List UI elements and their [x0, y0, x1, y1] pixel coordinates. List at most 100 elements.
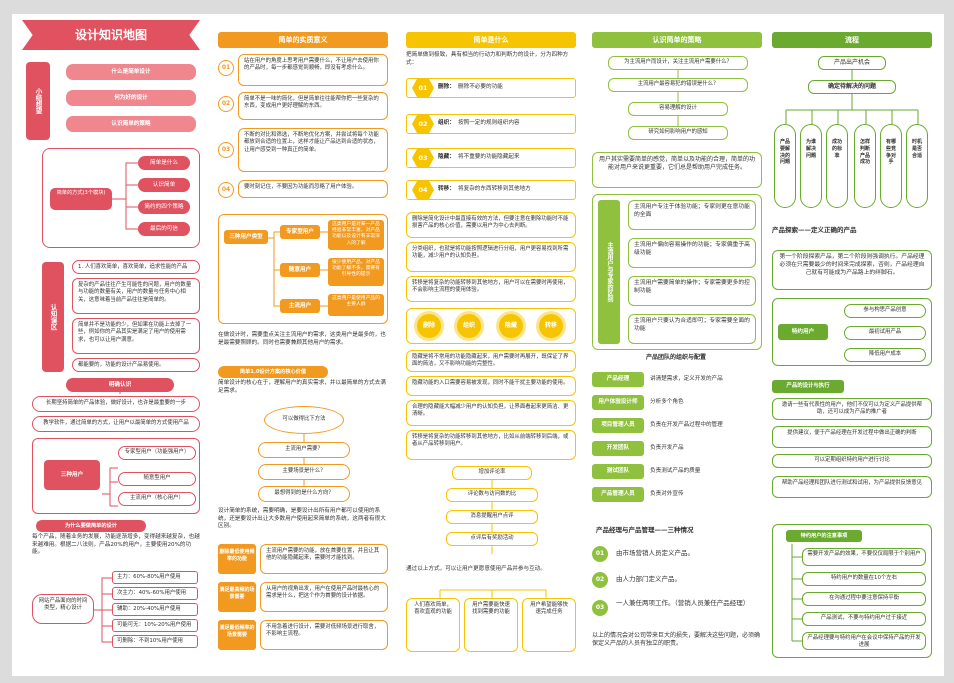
- process-top: 产品出产机会: [818, 56, 886, 70]
- step-text: 简单不是一味的简化，但是简单往往能帮你把一些复杂的东西，变成用户更好理解的东西。: [238, 92, 388, 120]
- role-text: 分析多个角色: [650, 399, 684, 405]
- flow-step: 主要场景是什么？: [258, 464, 350, 480]
- usage-level: 辅助：20%-40%用户使用: [112, 603, 198, 616]
- branch-trust[interactable]: 最后的可信: [138, 222, 190, 236]
- compare-side-label: 主流用户与专家的区别: [598, 200, 620, 344]
- user-type-mainstream: 主流用户（核心用户）: [118, 492, 196, 506]
- user-type-expert: 专家型用户（功能强用户）: [118, 446, 196, 460]
- step-number: 03: [218, 142, 234, 158]
- step-text: 要时刻记住，不要因为功能而忽略了用户体验。: [238, 180, 388, 198]
- info-box: 转移是将复杂的功能转移到其他地方，用户可以在需要时再使用，不会影响主流程的使用体…: [406, 276, 576, 302]
- method-number: 04: [412, 180, 434, 200]
- column-header: 简单是什么: [406, 32, 576, 48]
- paragraph: 通过以上方式，可以让用户更愿意使用产品并参与互动。: [406, 566, 546, 572]
- circle-move: 转移: [536, 311, 566, 341]
- tree-leaf: 这类用户是使用产品的主要人群: [328, 294, 384, 316]
- process-question: 确定待解决的问题: [808, 80, 896, 94]
- special-item: 参与构思产品创意: [844, 304, 926, 318]
- info-box: 隐藏功能的入口需要容易被发现，同时不能干扰主要功能的使用。: [406, 376, 576, 396]
- core-frame: [42, 148, 200, 248]
- method-text: 按照一定的规则组织内容: [458, 120, 520, 126]
- role-label: 开发团队: [592, 441, 644, 456]
- tree-root: 三种用户类型: [224, 230, 268, 244]
- method-number: 01: [412, 78, 434, 98]
- intro: 把简单做到极致，具有相当的行动力和判断力的设计，分为四种方式：: [406, 52, 569, 66]
- role-label: 产品经理: [592, 372, 644, 387]
- usage-level: 可能可无：10%-20%用户使用: [112, 619, 198, 632]
- column-orange: 简单的实质意义 01 站在用户的角度上思考用户需要什么，不让用户去使用你的产品时…: [218, 14, 390, 676]
- flow-step: 主流用户需要？: [258, 442, 350, 458]
- method-title: 转移：: [438, 186, 455, 192]
- flow-step: 研究如何影响用户的感知: [628, 126, 728, 140]
- step-number: 04: [218, 182, 234, 198]
- special-item: 最初试用产品: [844, 326, 926, 340]
- case-number: 01: [592, 546, 608, 562]
- paragraph: 设计简单的系统，需要明确，是要设计出所有用户都可以使用的系统，还是要设计出让大多…: [218, 508, 386, 530]
- bottom-text: 从用户的视角出发，用户在使用产品时最核心的需求是什么，把这个作为首要的设计依据。: [260, 582, 388, 612]
- paragraph: 在做设计时，需要重点关注主流用户的需求，这类用户是最多的，也是最需要照顾的。同时…: [218, 332, 386, 346]
- tree-mainstream: 主流用户: [280, 299, 320, 313]
- bottom-box: 用户需要能快速找到需要的功能: [464, 598, 518, 652]
- circle-frame: [406, 308, 576, 344]
- compare-item: 主流用户偏向容易操作的功能；专家偏重于高级功能: [628, 238, 756, 268]
- mind-map-canvas: 设计知识地图 小结想望 什么是简单设计 何为好的设计 认识简单的策略 简单的方式…: [12, 14, 944, 676]
- cognition-side-label: 认知误区: [42, 262, 64, 372]
- special-label: 特约用户: [778, 324, 828, 340]
- method-row: [406, 148, 576, 168]
- nav-simple-design[interactable]: 什么是简单设计: [66, 64, 196, 80]
- flow-step: 容易理解的设计: [628, 102, 728, 116]
- section-text: 第一个阶段探索产品，第二个阶段则强调执行。产品经理必须在只需要最少的时间来完成探…: [772, 250, 932, 290]
- flow-step: 消息提醒用户点评: [446, 510, 538, 524]
- nav-good-design[interactable]: 何为好的设计: [66, 90, 196, 106]
- compare-item: 主流用户只要认为合适即可；专家需要全面的功能: [628, 314, 756, 344]
- nav-strategy[interactable]: 认识简单的策略: [66, 116, 196, 132]
- info-box: 隐藏是将不常用的功能隐藏起来，用户需要时再展开，既保证了界面的简洁，又不影响功能…: [406, 350, 576, 372]
- map-title: 设计知识地图: [22, 20, 200, 50]
- column-header: 流程: [772, 32, 932, 48]
- method-number: 02: [412, 114, 434, 134]
- case-text: 由人力部门定义产品。: [616, 575, 681, 583]
- design-item: 邀请一些有代表性的用户，他们不仅可以为定义产品提供帮助，还可以成为产品的推广者: [772, 398, 932, 420]
- column-red: 设计知识地图 小结想望 什么是简单设计 何为好的设计 认识简单的策略 简单的方式…: [22, 14, 202, 676]
- role-text: 讲清楚需求，定义开发的产品: [650, 376, 723, 382]
- flow-step: 主流用户最容易犯的错误是什么？: [608, 78, 748, 92]
- process-branch: 有哪些竞争对手: [880, 124, 902, 208]
- process-branch: 成功的标准: [826, 124, 848, 208]
- know-item: 教学软件，通过简单的方式，让用户以最简单的方式使用产品: [32, 416, 200, 432]
- role-label: 产品管理人员: [592, 487, 644, 502]
- branch-understand[interactable]: 认识简单: [138, 178, 190, 192]
- method-title: 组织：: [438, 120, 455, 126]
- column-header: 认识简单的策略: [592, 32, 762, 48]
- tree-frame: [218, 214, 388, 324]
- bottom-text: 不用急着进行设计，需要对低频场景进行取舍，不影响主流程。: [260, 620, 388, 650]
- product-type-node: 网站产品面向的时间类型，精心设计: [32, 594, 94, 624]
- design-item: 可以定期组织特约用户进行讨论: [772, 454, 932, 468]
- circle-hide: 隐藏: [496, 311, 526, 341]
- info-box: 分类组织，也就是将功能按照逻辑进行分组，用户更容易找到所需功能，减少用户的认知负…: [406, 242, 576, 272]
- column-lightgreen: 认识简单的策略 为主流用户而设计，关注主流用户需要什么？ 主流用户最容易犯的错误…: [592, 14, 764, 676]
- process-branch: 为谁解决问题: [800, 124, 822, 208]
- info-box: 合理的隐藏能大幅减少用户的认知负担，让界面看起来更简洁、更清晰。: [406, 400, 576, 426]
- section-header: 产品探索——定义正确的产品: [772, 226, 857, 234]
- bottom-label: 删除最低使用频率的功能: [218, 544, 256, 574]
- column-yellow: 简单是什么 把简单做到极致，具有相当的行动力和判断力的设计，分为四种方式： 01…: [406, 14, 578, 676]
- section-header: 产品团队的组织与配置: [645, 354, 706, 361]
- case-text: 由市场营销人员定义产品。: [616, 549, 694, 557]
- usage-level: 次主力：40%-60%用户使用: [112, 587, 198, 600]
- section-header-pill: 产品的设计与执行: [772, 380, 844, 393]
- branch-four-strategies[interactable]: 简约的四个策略: [138, 200, 190, 214]
- flow-step: 点评后有奖励活动: [446, 532, 538, 546]
- method-text: 将不重要的功能隐藏起来: [458, 154, 520, 160]
- bottom-text: 主流用户需要的功能，放在首要位置，并且让其他的功能隐藏起来，需要时才能找到。: [260, 544, 388, 574]
- step-text: 站在用户的角度上思考用户需要什么，不让用户去使用你的产品时，每一步都感觉到顺畅，…: [238, 54, 388, 86]
- role-text: 负责在开发产品过程中的管理: [650, 422, 723, 428]
- tree-leaf: 这类用户是对某一产品经验非常丰富，对产品功能以及设计有非常深入的了解: [328, 220, 384, 250]
- method-text: 删除不必要的功能: [458, 84, 503, 90]
- branch-what-is-simple[interactable]: 简单是什么: [138, 156, 190, 170]
- tree-leaf: 很少使用产品，对产品功能了解不多，需要有引导性的提示: [328, 258, 384, 286]
- circle-delete: 删除: [414, 311, 444, 341]
- sub-header: 简单1.0设计方案的核心价值: [218, 366, 328, 378]
- note-item: 产品经理要与特约用户在会议中保持产品的开发进展: [802, 632, 926, 650]
- special-frame: [772, 298, 932, 366]
- method-number: 03: [412, 148, 434, 168]
